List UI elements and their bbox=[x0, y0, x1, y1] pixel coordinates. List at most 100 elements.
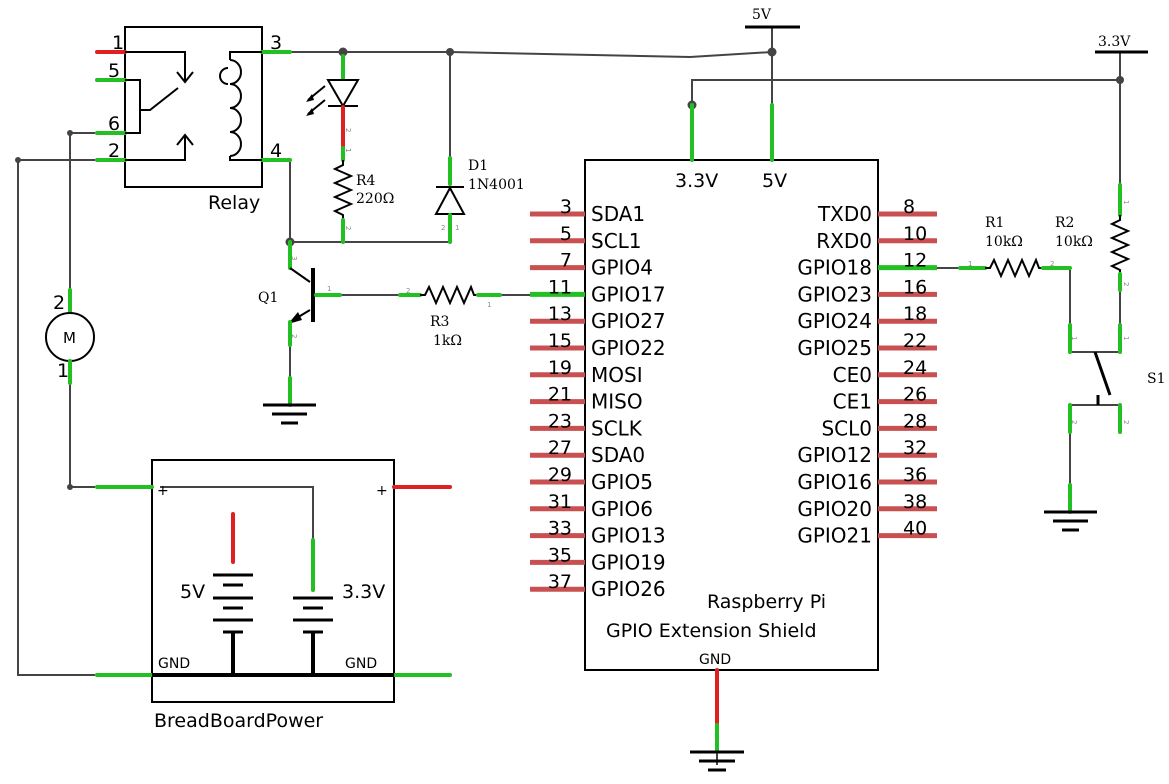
pi-pin-name-7: GPIO4 bbox=[591, 256, 653, 280]
pi-pin-number-21: 21 bbox=[548, 384, 572, 406]
r4-pin-2: 2 bbox=[344, 226, 352, 230]
pi-pin-name-24: CE0 bbox=[833, 363, 872, 387]
bb-label: BreadBoardPower bbox=[154, 710, 323, 732]
motor-pin-1: 1 bbox=[57, 360, 69, 382]
bb-plus-left: + bbox=[157, 483, 169, 499]
diode-d1: 2 1 D1 1N4001 bbox=[434, 156, 525, 244]
s1-pin-b: 1 bbox=[1122, 336, 1130, 340]
resistor-r1: 1 2 R1 10kΩ bbox=[958, 215, 1072, 279]
pi-pin-name-11: GPIO17 bbox=[591, 282, 666, 306]
relay-pin-label-5: 5 bbox=[108, 60, 120, 82]
pi-3v3-label: 3.3V bbox=[675, 170, 718, 192]
d1-pin-2: 2 bbox=[441, 224, 445, 232]
r4-name: R4 bbox=[356, 173, 376, 189]
motor: M 2 1 bbox=[45, 288, 95, 385]
pi-pin-number-38: 38 bbox=[903, 491, 927, 513]
pi-title-2: GPIO Extension Shield bbox=[606, 620, 817, 642]
resistor-r2: 1 2 R2 10kΩ bbox=[1055, 183, 1131, 292]
pi-pin-number-7: 7 bbox=[560, 250, 572, 272]
pi-pin-number-5: 5 bbox=[560, 223, 572, 245]
pi-pin-name-12: GPIO18 bbox=[797, 256, 872, 280]
pi-pin-name-18: GPIO24 bbox=[797, 309, 872, 333]
pi-pin-number-22: 22 bbox=[903, 330, 927, 352]
led: 2 1 bbox=[306, 54, 360, 162]
pi-pin-number-19: 19 bbox=[548, 357, 572, 379]
pi-gnd-label: GND bbox=[699, 652, 731, 668]
bb-gnd-left: GND bbox=[158, 656, 190, 672]
bb-gnd-right: GND bbox=[345, 656, 377, 672]
r2-name: R2 bbox=[1055, 215, 1074, 231]
pi-pin-name-8: TXD0 bbox=[817, 202, 872, 226]
relay: 1 5 6 2 3 4 Relay bbox=[95, 26, 292, 214]
motor-symbol: M bbox=[63, 329, 76, 347]
pi-pin-name-32: GPIO12 bbox=[797, 443, 872, 467]
r4-value: 220Ω bbox=[356, 191, 394, 207]
pi-pin-number-35: 35 bbox=[548, 544, 572, 566]
pi-pin-number-36: 36 bbox=[903, 464, 927, 486]
r1-name: R1 bbox=[985, 215, 1004, 231]
pi-pin-name-29: GPIO5 bbox=[591, 470, 653, 494]
pi-pin-name-3: SDA1 bbox=[591, 202, 645, 226]
pi-pin-number-16: 16 bbox=[903, 276, 927, 298]
rail-5v-label: 5V bbox=[752, 7, 772, 23]
rail-3v3: 3.3V bbox=[1095, 34, 1148, 54]
pi-pin-name-38: GPIO20 bbox=[797, 497, 872, 521]
pi-pin-name-33: GPIO13 bbox=[591, 524, 666, 548]
q1-pin-2: 2 bbox=[290, 334, 298, 338]
d1-part: 1N4001 bbox=[468, 177, 525, 193]
ground-pi-icon bbox=[690, 750, 744, 772]
pi-pin-number-8: 8 bbox=[903, 196, 915, 218]
pi-pin-number-3: 3 bbox=[560, 196, 572, 218]
pi-pin-name-27: SDA0 bbox=[591, 443, 645, 467]
pi-pin-name-40: GPIO21 bbox=[797, 524, 872, 548]
ground-s1-icon bbox=[1044, 483, 1097, 532]
r2-pin-2: 2 bbox=[1122, 282, 1130, 286]
s1-name: S1 bbox=[1147, 371, 1166, 387]
transistor-q1: 3 1 2 Q1 bbox=[258, 240, 342, 347]
r3-name: R3 bbox=[430, 314, 449, 330]
pi-pin-name-36: GPIO16 bbox=[797, 470, 872, 494]
pi-pin-number-40: 40 bbox=[903, 518, 927, 540]
d1-name: D1 bbox=[468, 158, 488, 174]
relay-pin-label-4: 4 bbox=[270, 140, 282, 162]
pi-pin-number-13: 13 bbox=[548, 303, 572, 325]
resistor-r4: 1 2 R4 220Ω bbox=[332, 148, 394, 244]
q1-name: Q1 bbox=[258, 290, 278, 306]
relay-pin-label-1: 1 bbox=[112, 32, 124, 54]
breadboard-power: + + 5V 3.3V GND GND BreadBoardPower bbox=[95, 459, 452, 732]
r1-pin-2: 2 bbox=[1050, 260, 1054, 268]
resistor-r3: 2 1 R3 1kΩ bbox=[398, 284, 502, 349]
pi-pin-name-21: MISO bbox=[591, 390, 643, 414]
relay-pin-label-2: 2 bbox=[108, 140, 120, 162]
r4-pin-1: 1 bbox=[344, 148, 352, 152]
pi-pin-number-28: 28 bbox=[903, 410, 927, 432]
r2-value: 10kΩ bbox=[1055, 234, 1093, 250]
pi-pin-name-19: MOSI bbox=[591, 363, 643, 387]
pi-pin-name-37: GPIO26 bbox=[591, 577, 666, 601]
pi-pin-name-22: GPIO25 bbox=[797, 336, 872, 360]
pi-pin-name-16: GPIO23 bbox=[797, 282, 872, 306]
pi-pin-number-11: 11 bbox=[548, 276, 572, 298]
rail-3v3-label: 3.3V bbox=[1098, 34, 1131, 50]
s1-pin-a: 1 bbox=[1070, 336, 1078, 340]
relay-label: Relay bbox=[208, 192, 260, 214]
pi-right-pins: 8TXD010RXD012GPIO1816GPIO2318GPIO2422GPI… bbox=[797, 196, 937, 548]
pi-pin-name-10: RXD0 bbox=[816, 229, 872, 253]
pi-pin-name-26: CE1 bbox=[833, 390, 872, 414]
pi-pin-number-37: 37 bbox=[548, 571, 572, 593]
pi-title-1: Raspberry Pi bbox=[707, 591, 826, 613]
pi-pin-name-5: SCL1 bbox=[591, 229, 642, 253]
s1-pin-c: 2 bbox=[1070, 420, 1078, 424]
relay-pin-label-6: 6 bbox=[108, 113, 120, 135]
pi-pin-name-31: GPIO6 bbox=[591, 497, 653, 521]
r1-pin-1: 1 bbox=[968, 260, 972, 268]
r3-pin-1: 1 bbox=[487, 301, 491, 309]
q1-pin-3: 3 bbox=[290, 256, 298, 260]
pi-pin-number-12: 12 bbox=[903, 250, 927, 272]
pi-pin-number-24: 24 bbox=[903, 357, 927, 379]
r1-value: 10kΩ bbox=[985, 234, 1023, 250]
pi-pin-name-15: GPIO22 bbox=[591, 336, 666, 360]
led-pin-1: 1 bbox=[344, 148, 352, 152]
